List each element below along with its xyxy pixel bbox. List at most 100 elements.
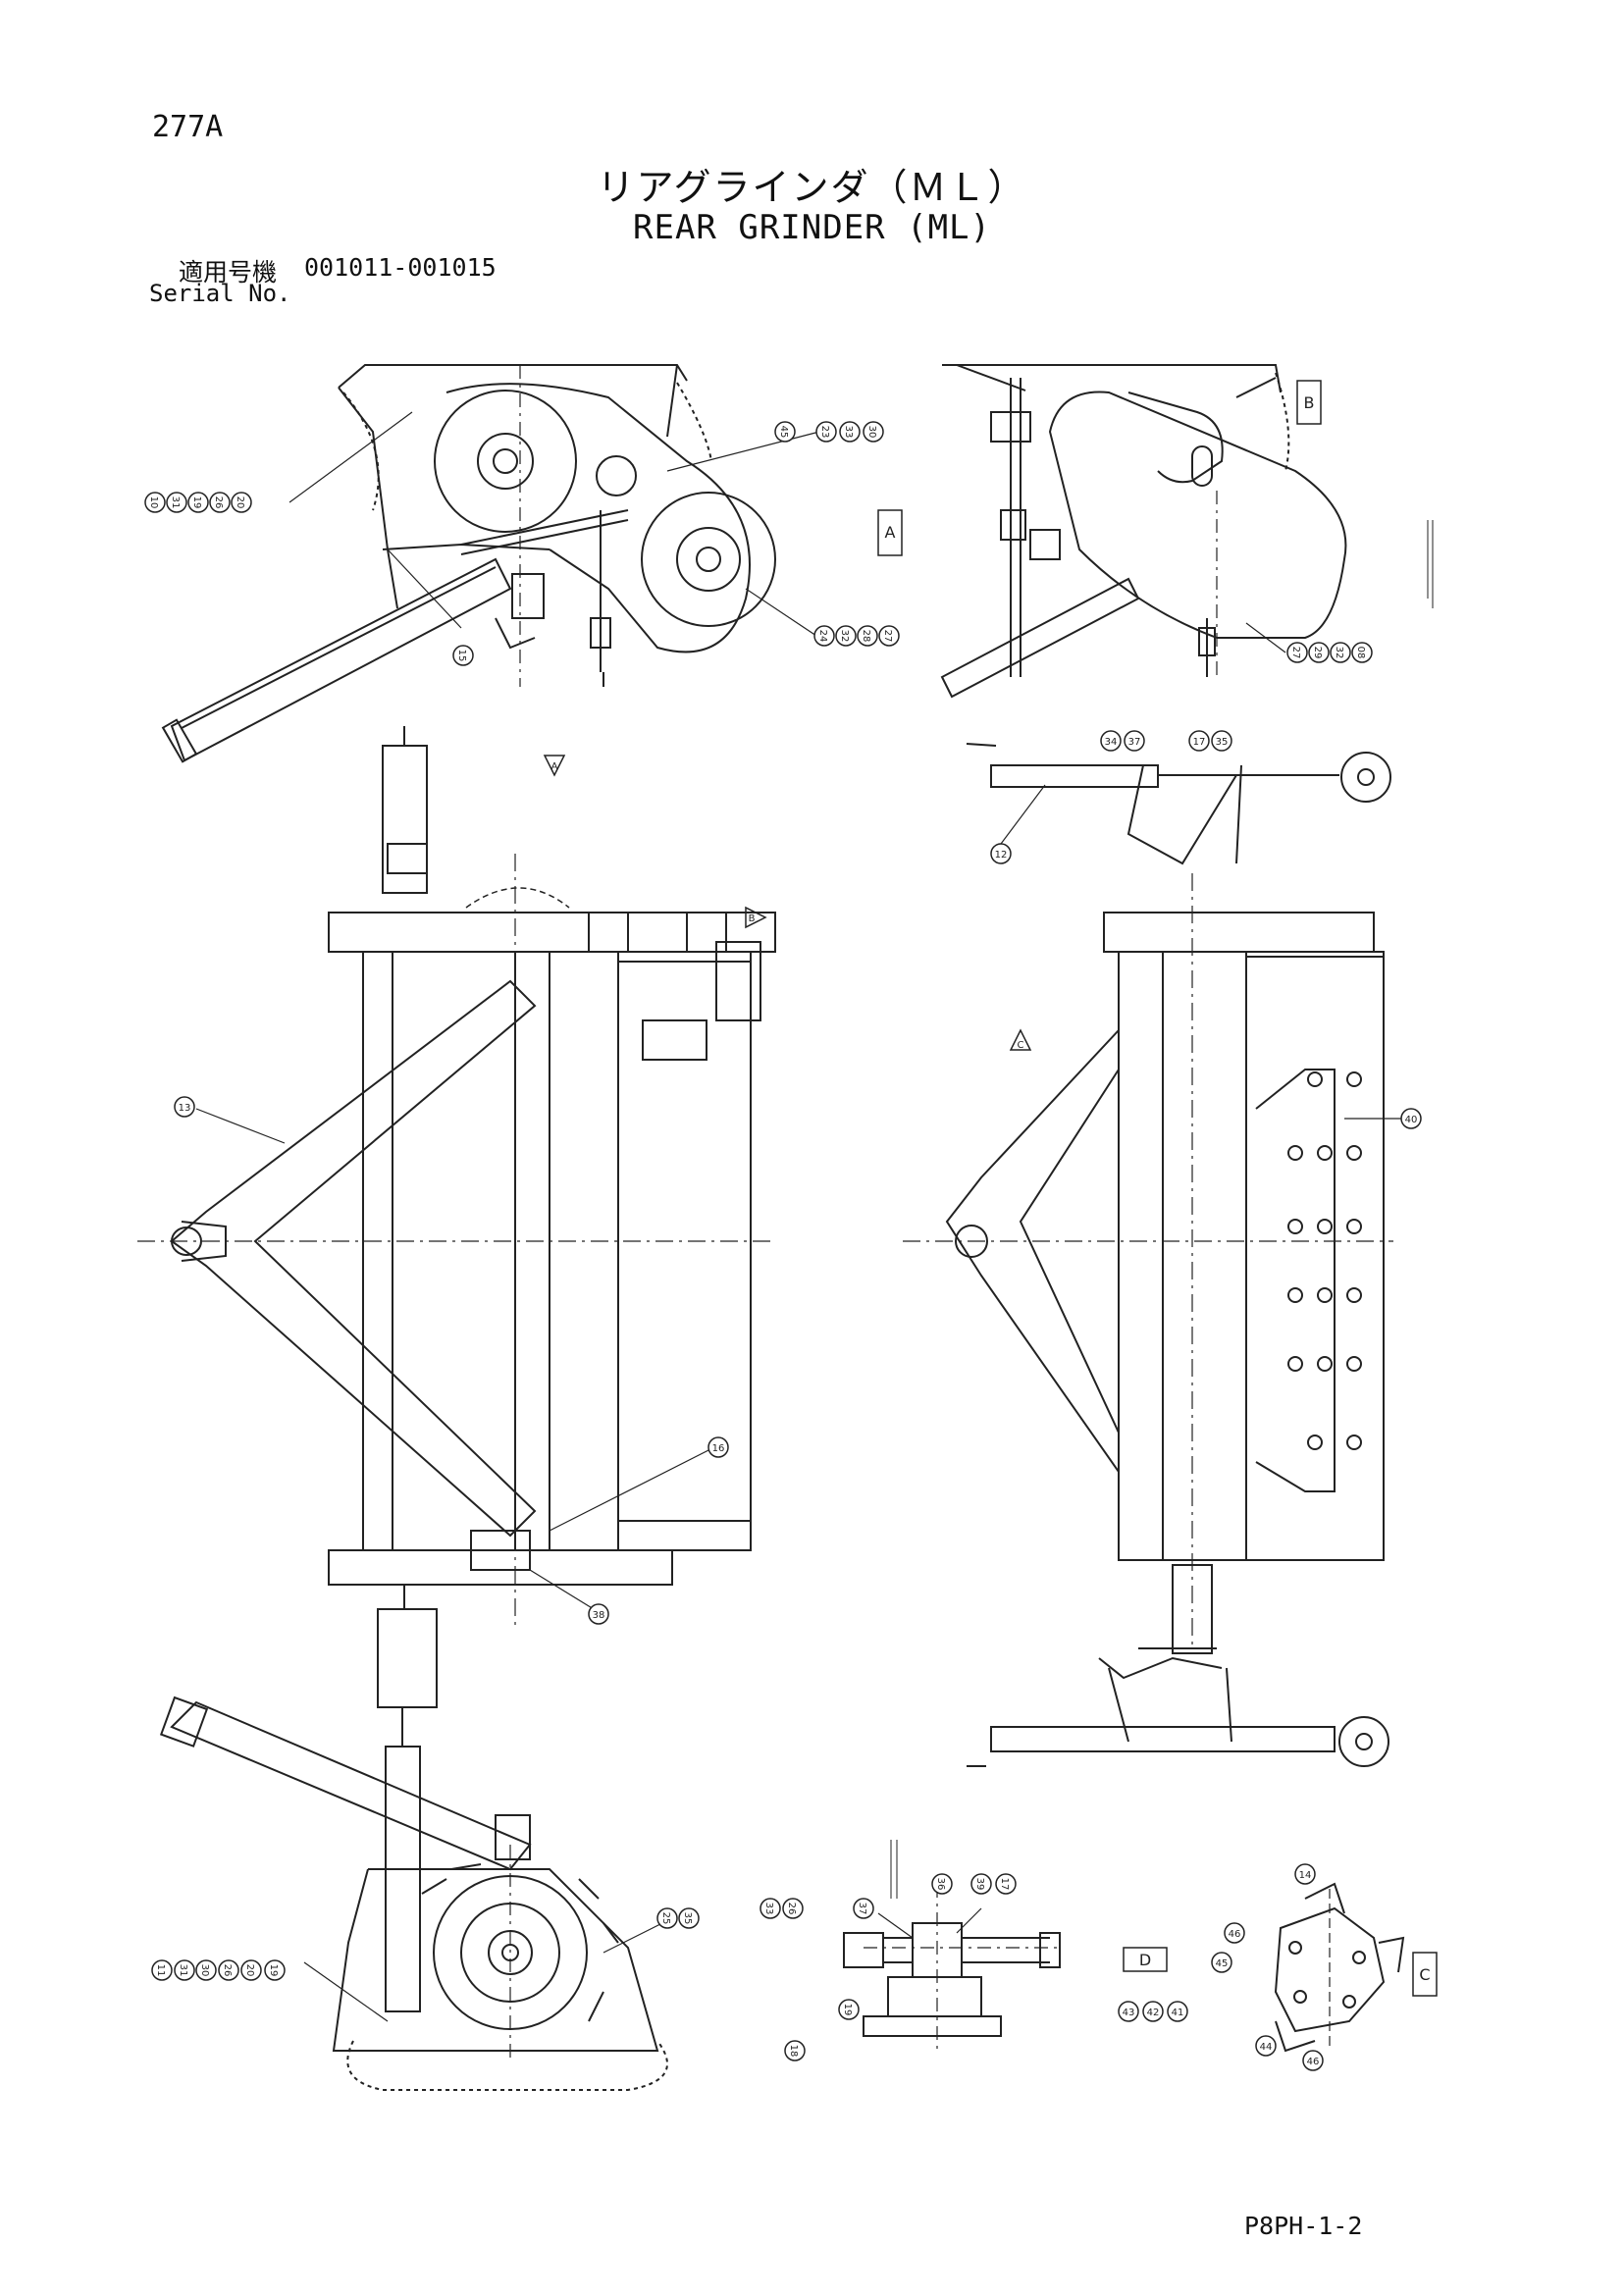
callout-bottom-right-41: 41 [1167, 2001, 1188, 2022]
callout-bottom-right-46: 46 [1224, 1922, 1245, 1944]
callout-number: 29 [1312, 647, 1323, 659]
callout-bottom-middle-17: 17 [995, 1873, 1017, 1895]
callout-number: 28 [861, 630, 871, 643]
arrow-b-label: B [749, 913, 756, 924]
callout-bottom-left-31: 31 [174, 1959, 195, 1981]
callout-number: 26 [222, 1964, 233, 1977]
side-view-upper-right [940, 364, 1434, 699]
callout-number: 20 [235, 496, 245, 509]
callout-top-left-10: 10 [144, 492, 166, 513]
callout-bottom-middle-26: 26 [782, 1898, 804, 1919]
callout-number: 37 [857, 1903, 867, 1915]
arrow-c-label: C [1018, 1040, 1024, 1051]
callout-bottom-left-35: 35 [678, 1907, 700, 1929]
front-view-left [137, 726, 776, 1708]
serial-label-english: Serial No. [149, 280, 291, 307]
callout-middle-left-38: 38 [588, 1603, 609, 1625]
serial-value: 001011-001015 [304, 253, 497, 282]
callout-middle-right-12: 12 [990, 843, 1012, 864]
shaft-detail-view [843, 1840, 1061, 2051]
callout-number: 31 [170, 496, 181, 509]
callout-number: 40 [1405, 1115, 1418, 1125]
callout-bottom-middle-37: 37 [853, 1898, 874, 1919]
callout-top-left-23: 23 [815, 421, 837, 443]
callout-top-left-15: 15 [452, 645, 474, 666]
callout-number: 43 [1123, 2008, 1135, 2018]
callout-number: 26 [213, 496, 224, 509]
callout-bottom-middle-18: 18 [784, 2040, 806, 2061]
view-a-label: A [885, 523, 896, 542]
callout-number: 46 [1229, 1929, 1241, 1940]
callout-top-left-20: 20 [231, 492, 252, 513]
callout-number: 38 [593, 1610, 605, 1621]
callout-number: 12 [995, 850, 1008, 861]
callout-number: 08 [1355, 647, 1366, 659]
callout-number: 26 [786, 1903, 797, 1915]
title-english: REAR GRINDER (ML) [633, 208, 991, 247]
callout-middle-left-16: 16 [707, 1436, 729, 1458]
view-b-label: B [1304, 393, 1315, 412]
callout-top-right-27: 27 [1286, 642, 1308, 663]
callout-bottom-left-11: 11 [151, 1959, 173, 1981]
callout-bottom-right-43: 43 [1118, 2001, 1139, 2022]
side-view-upper-left [161, 364, 820, 763]
callout-bottom-middle-36: 36 [931, 1873, 953, 1895]
view-arrows: A B C [543, 755, 1032, 1051]
callout-top-left-27: 27 [878, 625, 900, 647]
callout-bottom-right-44: 44 [1255, 2035, 1277, 2057]
rear-view-right [903, 743, 1403, 1767]
callout-bottom-right-14: 14 [1294, 1863, 1316, 1885]
callout-number: 20 [244, 1964, 255, 1977]
hammer-detail-view [1274, 1882, 1405, 2053]
callout-number: 37 [1128, 737, 1141, 748]
callout-bottom-middle-33: 33 [760, 1898, 781, 1919]
callout-number: 44 [1260, 2042, 1273, 2053]
callout-middle-right-37: 37 [1124, 730, 1145, 752]
callout-bottom-left-26: 26 [218, 1959, 239, 1981]
callout-bottom-left-19: 19 [264, 1959, 286, 1981]
callout-number: 35 [682, 1912, 693, 1925]
callout-number: 34 [1105, 737, 1118, 748]
callout-bottom-middle-39: 39 [970, 1873, 992, 1895]
callout-number: 23 [819, 426, 830, 439]
view-c-label: C [1419, 1965, 1430, 1984]
callout-number: 32 [839, 630, 850, 643]
callout-middle-right-40: 40 [1400, 1108, 1422, 1129]
callout-number: 19 [268, 1964, 279, 1977]
callout-middle-left-13: 13 [174, 1096, 195, 1118]
title-japanese: リアグラインダ（ＭＬ） [597, 166, 1027, 209]
callout-number: 30 [199, 1964, 210, 1977]
callout-top-left-31: 31 [166, 492, 187, 513]
serial-label-japanese: 適用号機 [179, 258, 278, 287]
callout-number: 11 [155, 1964, 166, 1977]
callout-middle-right-17: 17 [1188, 730, 1210, 752]
callout-number: 45 [1216, 1958, 1229, 1969]
callout-top-left-45: 45 [774, 421, 796, 443]
callout-top-right-29: 29 [1308, 642, 1330, 663]
callout-number: 31 [178, 1964, 188, 1977]
callout-middle-right-34: 34 [1100, 730, 1122, 752]
view-d-marker: D [1123, 1947, 1168, 1972]
callout-top-left-32: 32 [835, 625, 857, 647]
callout-bottom-middle-19: 19 [838, 1999, 860, 2020]
callout-number: 17 [1193, 737, 1206, 748]
callout-bottom-right-45: 45 [1211, 1952, 1232, 1973]
callout-top-left-24: 24 [813, 625, 835, 647]
callout-number: 27 [1290, 647, 1301, 659]
view-a-marker: A [877, 509, 903, 556]
callout-number: 17 [999, 1878, 1010, 1891]
callout-number: 10 [148, 496, 159, 509]
callout-number: 13 [179, 1103, 191, 1114]
callout-bottom-left-25: 25 [656, 1907, 678, 1929]
callout-bottom-right-46: 46 [1302, 2050, 1324, 2071]
callout-number: 33 [763, 1903, 774, 1915]
view-d-label: D [1139, 1951, 1151, 1969]
callout-number: 14 [1299, 1870, 1312, 1881]
arrow-a-label: A [551, 761, 558, 772]
view-c-marker: C [1412, 1952, 1438, 1997]
callout-top-left-26: 26 [209, 492, 231, 513]
drawing-code: P8PH-1-2 [1244, 2212, 1363, 2240]
callout-number: 45 [778, 426, 789, 439]
callout-number: 25 [660, 1912, 671, 1925]
